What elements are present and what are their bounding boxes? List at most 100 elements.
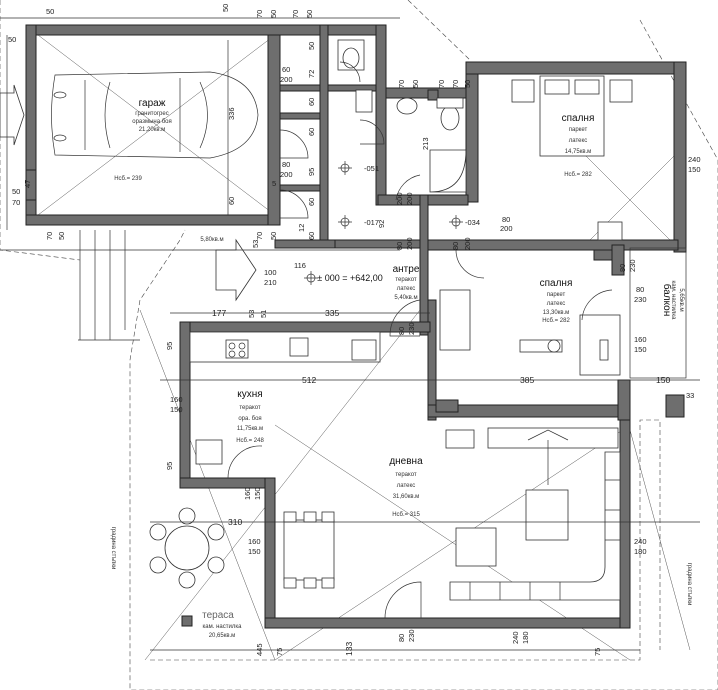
kitchen-counter (189, 331, 381, 465)
room-terrace: тераса кам. настилка 20,65кв.м (202, 610, 242, 639)
svg-text:теракот: теракот (239, 405, 261, 411)
walls (25, 24, 687, 629)
svg-text:70: 70 (451, 80, 460, 88)
balcony-rail (629, 247, 687, 418)
room-kitchen: кухня теракот ора. боя 11,75кв.м Нсб.= 2… (236, 389, 264, 444)
svg-text:латекс: латекс (397, 286, 415, 292)
svg-text:50: 50 (307, 42, 316, 50)
svg-text:51: 51 (259, 310, 268, 318)
svg-text:200: 200 (405, 192, 414, 205)
sanitary-fixtures (337, 39, 467, 193)
room-entry: антре теракот латекс 5,40кв.м (393, 264, 420, 301)
svg-text:310: 310 (228, 517, 242, 527)
living-furniture (445, 427, 621, 601)
svg-text:75: 75 (593, 648, 602, 656)
svg-text:80: 80 (618, 264, 627, 272)
svg-text:95: 95 (307, 168, 316, 176)
terrace-corner (181, 615, 193, 627)
svg-text:теракот: теракот (395, 277, 417, 283)
svg-text:200: 200 (280, 75, 293, 84)
svg-text:385: 385 (520, 375, 534, 385)
level-034: -034 (465, 218, 480, 227)
svg-text:80: 80 (397, 634, 406, 642)
svg-text:336: 336 (227, 107, 236, 120)
svg-text:50: 50 (12, 187, 20, 196)
svg-text:Нсб.= 282: Нсб.= 282 (564, 172, 592, 178)
dimension-lines (0, 17, 700, 651)
svg-text:60: 60 (282, 65, 290, 74)
level-marker-icons (304, 161, 463, 285)
svg-text:5,65кв.м: 5,65кв.м (678, 288, 684, 311)
room-bedroom-1: спалня паркет латекс 14,75кв.м Нсб.= 282 (562, 113, 595, 178)
svg-text:240: 240 (634, 537, 647, 546)
bedroom2-furniture (439, 221, 623, 376)
svg-text:50: 50 (221, 4, 230, 12)
svg-text:латекс: латекс (397, 483, 415, 489)
svg-text:антре: антре (393, 264, 420, 275)
svg-text:31,60кв.м: 31,60кв.м (393, 494, 420, 500)
svg-text:70: 70 (255, 10, 264, 18)
svg-text:100: 100 (264, 268, 277, 277)
svg-text:дневна: дневна (389, 456, 423, 467)
svg-text:оразмына боя: оразмына боя (132, 119, 171, 125)
entrance-arrow (215, 238, 257, 302)
svg-text:200: 200 (500, 224, 513, 233)
svg-text:14,75кв.м: 14,75кв.м (565, 149, 592, 155)
svg-text:50: 50 (411, 80, 420, 88)
svg-text:60: 60 (227, 197, 236, 205)
svg-text:50: 50 (305, 10, 314, 18)
svg-text:70: 70 (437, 80, 446, 88)
svg-text:50: 50 (8, 35, 16, 44)
svg-text:кам. настилка: кам. настилка (203, 624, 243, 630)
svg-text:53: 53 (251, 240, 260, 248)
garage-entry-arrow (0, 84, 25, 146)
svg-text:70: 70 (12, 198, 20, 207)
svg-text:60: 60 (307, 198, 316, 206)
diagonal-markers (37, 34, 691, 661)
level-051: -051 (364, 164, 379, 173)
svg-text:5,40кв.м: 5,40кв.м (394, 295, 417, 301)
svg-text:92: 92 (377, 220, 386, 228)
svg-text:177: 177 (212, 308, 226, 318)
svg-text:спалня: спалня (562, 113, 595, 124)
stair-label-right: градина стъпки (686, 563, 692, 606)
dimension-labels: 50 50 70 50 70 50 50 47 50 70 336 60 70 … (8, 4, 701, 656)
porch-area: 5,80кв.м (200, 237, 223, 243)
svg-text:70: 70 (291, 10, 300, 18)
svg-text:53: 53 (247, 310, 256, 318)
svg-text:балкон: балкон (661, 284, 673, 316)
level-main: ± 000 = +642,00 (317, 273, 383, 283)
svg-text:80: 80 (451, 242, 460, 250)
dining-table (283, 511, 335, 589)
stair-label-left: градина стъпки (110, 527, 116, 570)
svg-text:21,20кв.м: 21,20кв.м (139, 127, 166, 133)
svg-text:80: 80 (395, 242, 404, 250)
svg-text:паркет: паркет (547, 292, 566, 298)
svg-text:теракот: теракот (395, 472, 417, 478)
svg-text:200: 200 (463, 237, 472, 250)
svg-text:тераса: тераса (202, 610, 234, 621)
svg-text:240: 240 (688, 155, 701, 164)
svg-text:180: 180 (634, 547, 647, 556)
svg-text:спалня: спалня (540, 278, 573, 289)
bed-icon (511, 75, 633, 157)
room-garage: гараж гранитогрес оразмына боя 21,20кв.м… (114, 98, 172, 182)
svg-text:160: 160 (243, 487, 252, 500)
svg-text:33: 33 (686, 391, 694, 400)
svg-text:160: 160 (248, 537, 261, 546)
svg-text:кухня: кухня (237, 389, 262, 400)
svg-text:60: 60 (307, 98, 316, 106)
svg-text:50: 50 (46, 7, 54, 16)
svg-text:кам. настилка: кам. настилка (670, 281, 676, 321)
svg-text:230: 230 (634, 295, 647, 304)
svg-text:133: 133 (344, 642, 354, 656)
svg-text:47: 47 (23, 180, 32, 188)
door-swings (227, 61, 613, 619)
svg-text:гранитогрес: гранитогрес (135, 111, 168, 117)
svg-text:180: 180 (521, 631, 530, 644)
svg-text:латекс: латекс (569, 138, 587, 144)
svg-text:Нсб.= 239: Нсб.= 239 (114, 176, 142, 182)
svg-text:Нсб.= 248: Нсб.= 248 (236, 438, 264, 444)
svg-text:445: 445 (255, 643, 264, 656)
